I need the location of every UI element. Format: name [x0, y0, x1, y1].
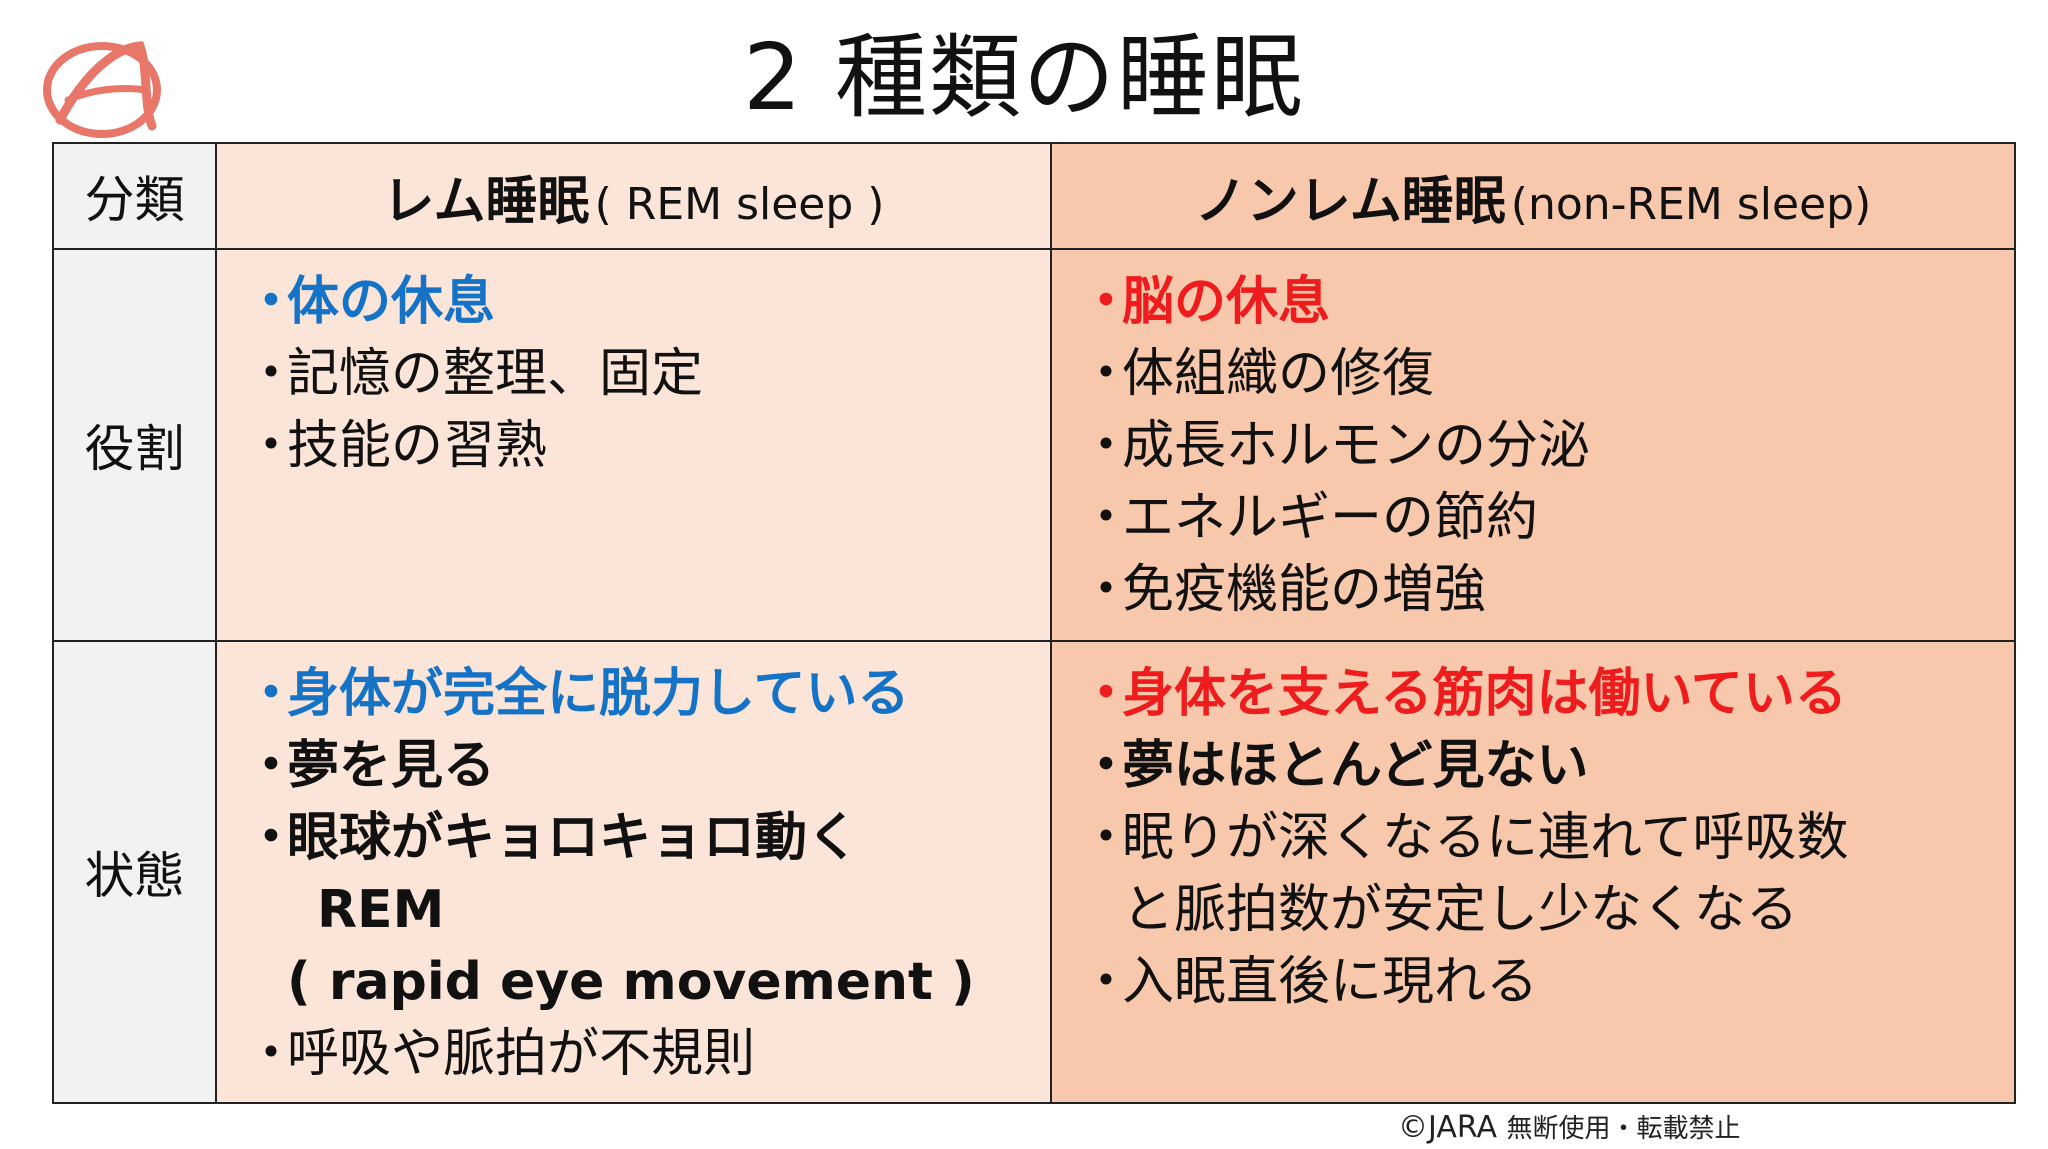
list-item: ・夢を見る	[245, 736, 496, 796]
nrem-header-name: ノンレム睡眠	[1194, 171, 1506, 232]
rem-state-cell: ・身体が完全に脱力している ・夢を見る ・眼球がキョロキョロ動く REM ( r…	[215, 640, 1052, 1104]
list-item: ・呼吸や脈拍が不規則	[245, 1024, 756, 1084]
list-item: ・エネルギーの節約	[1080, 488, 1539, 548]
list-item-continuation: と脈拍数が安定し少なくなる	[1122, 880, 1799, 940]
list-item: ・夢はほとんど見ない	[1080, 736, 1589, 796]
list-item: ・身体が完全に脱力している	[245, 664, 910, 724]
list-item: ・眠りが深くなるに連れて呼吸数	[1080, 808, 1849, 868]
copyright-text: ©JARA	[1398, 1110, 1497, 1145]
nrem-state-cell: ・身体を支える筋肉は働いている ・夢はほとんど見ない ・眠りが深くなるに連れて呼…	[1050, 640, 2016, 1104]
list-item: ・体組織の修復	[1080, 344, 1435, 404]
list-item: ・体の休息	[245, 272, 496, 332]
list-item: ・記憶の整理、固定	[245, 344, 704, 404]
page-title: 2 種類の睡眠	[743, 24, 1305, 131]
nrem-header-sub: (non-REM sleep)	[1510, 178, 1872, 230]
rem-role-cell: ・体の休息 ・記憶の整理、固定 ・技能の習熟	[215, 248, 1052, 642]
list-item: ・成長ホルモンの分泌	[1080, 416, 1591, 476]
list-item-continuation: ( rapid eye movement )	[287, 952, 975, 1012]
sleep-comparison-table: 分類 レム睡眠 ( REM sleep ) ノンレム睡眠 (non-REM sl…	[52, 142, 2016, 1104]
jara-logo	[43, 41, 161, 138]
list-item: ・身体を支える筋肉は働いている	[1080, 664, 1847, 724]
state-label: 状態	[52, 640, 217, 1104]
list-item-continuation: REM	[317, 880, 445, 940]
list-item: ・眼球がキョロキョロ動く	[245, 808, 860, 868]
nrem-header: ノンレム睡眠 (non-REM sleep)	[1050, 142, 2016, 250]
list-item: ・技能の習熟	[245, 416, 548, 476]
rem-header-sub: ( REM sleep )	[594, 178, 885, 230]
nrem-role-cell: ・脳の休息 ・体組織の修復 ・成長ホルモンの分泌 ・エネルギーの節約 ・免疫機能…	[1050, 248, 2016, 642]
role-row: 役割 ・体の休息 ・記憶の整理、固定 ・技能の習熟 ・脳の休息 ・体組織の修復 …	[52, 248, 2016, 642]
rem-header-name: レム睡眠	[382, 171, 590, 232]
rem-header: レム睡眠 ( REM sleep )	[215, 142, 1052, 250]
state-row: 状態 ・身体が完全に脱力している ・夢を見る ・眼球がキョロキョロ動く REM …	[52, 640, 2016, 1104]
category-header: 分類	[52, 142, 217, 250]
list-item: ・免疫機能の増強	[1080, 560, 1487, 620]
copyright-notice: ©JARA 無断使用・転載禁止	[1398, 1108, 1741, 1145]
list-item: ・脳の休息	[1080, 272, 1331, 332]
usage-notice: 無断使用・転載禁止	[1506, 1114, 1741, 1144]
role-label: 役割	[52, 248, 217, 642]
list-item: ・入眠直後に現れる	[1080, 952, 1539, 1012]
header-row: 分類 レム睡眠 ( REM sleep ) ノンレム睡眠 (non-REM sl…	[52, 142, 2016, 250]
